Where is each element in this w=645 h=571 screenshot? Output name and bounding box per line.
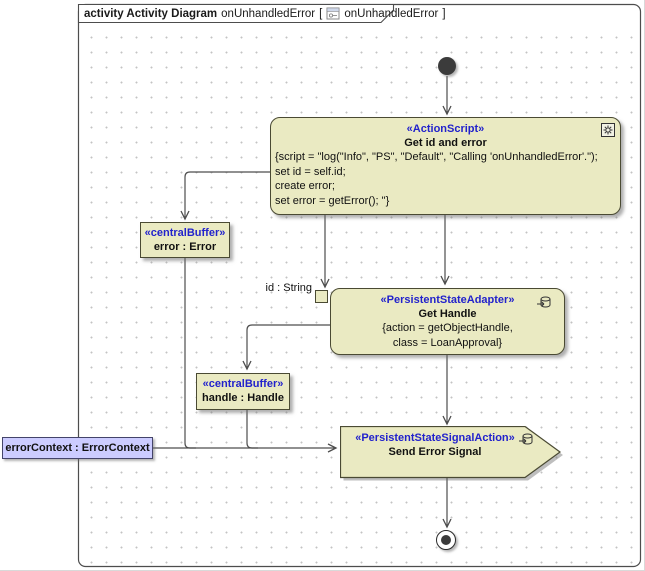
- adapter-stereotype: «PersistentStateAdapter»: [380, 294, 515, 306]
- edge-gethandle-to-handle-buffer[interactable]: [242, 324, 330, 371]
- signal-shape: [339, 425, 563, 481]
- script-line: create error;: [275, 180, 335, 192]
- action-name: Get Handle: [418, 308, 477, 320]
- buffer-name: error : Error: [153, 241, 217, 253]
- action-get-id-and-error[interactable]: «ActionScript» Get id and error {script …: [270, 117, 621, 215]
- error-context-label: errorContext : ErrorContext: [5, 442, 150, 454]
- edge-error-buffer-to-signal[interactable]: [184, 258, 196, 449]
- script-line: set error = getError(); "}: [275, 194, 390, 207]
- buffer-stereotype: «centralBuffer»: [144, 227, 226, 239]
- frame-diagram-ref: onUnhandledError: [344, 7, 439, 20]
- activity-final-node[interactable]: [436, 530, 456, 550]
- activity-diagram-icon: [326, 7, 340, 20]
- action-name: Get id and error: [404, 137, 487, 149]
- persistent-state-icon: [519, 433, 533, 445]
- frame-kind-label: activity Activity Diagram: [84, 7, 218, 20]
- persistent-state-icon: [537, 296, 551, 308]
- initial-node[interactable]: [438, 57, 456, 75]
- frame-bracket-open: [: [319, 7, 323, 20]
- action-get-handle[interactable]: «PersistentStateAdapter» Get Handle {act…: [330, 288, 565, 355]
- buffer-name: handle : Handle: [202, 392, 284, 404]
- signal-stereotype: «PersistentStateSignalAction»: [355, 432, 515, 444]
- pin-label-id-string: id : String: [265, 282, 312, 294]
- frame-name: onUnhandledError: [221, 7, 316, 20]
- action-name: Send Error Signal: [388, 446, 482, 458]
- edge-actionscript-to-error-buffer[interactable]: [180, 171, 270, 221]
- error-context-buffer[interactable]: errorContext : ErrorContext: [2, 437, 153, 459]
- frame-title: activity Activity Diagram onUnhandledErr…: [84, 6, 446, 21]
- actionscript-stereotype: «ActionScript»: [406, 123, 485, 135]
- final-node-dot: [441, 535, 451, 545]
- action-send-error-signal[interactable]: «PersistentStateSignalAction» Send Error…: [339, 425, 566, 484]
- edge-handle-buffer-to-signal[interactable]: [246, 410, 258, 449]
- central-buffer-handle[interactable]: «centralBuffer» handle : Handle: [196, 373, 290, 410]
- property-line: class = LoanApproval}: [392, 336, 503, 349]
- script-line: {script = "log("Info", "PS", "Default", …: [275, 151, 598, 163]
- frame-title-tab[interactable]: [77, 3, 395, 24]
- script-gear-icon: [601, 123, 615, 137]
- script-line: set id = self.id;: [275, 165, 346, 178]
- central-buffer-error[interactable]: «centralBuffer» error : Error: [140, 222, 230, 258]
- input-pin-id[interactable]: [315, 290, 328, 303]
- action-script-body: {script = "log("Info", "PS", "Default", …: [271, 150, 620, 208]
- property-line: {action = getObjectHandle,: [382, 322, 513, 334]
- adapter-properties: {action = getObjectHandle, class = LoanA…: [331, 321, 564, 350]
- frame-bracket-close: ]: [442, 7, 446, 20]
- signal-text: «PersistentStateSignalAction» Send Error…: [340, 431, 530, 459]
- buffer-stereotype: «centralBuffer»: [202, 378, 284, 390]
